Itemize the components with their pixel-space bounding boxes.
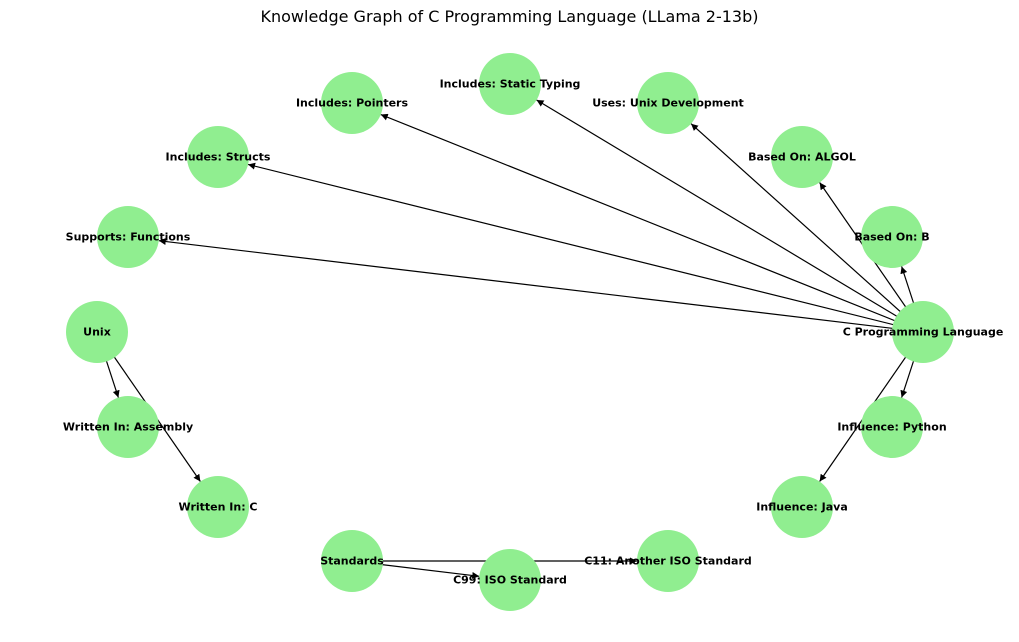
node-circle-static	[479, 53, 541, 115]
node-label-java: Influence: Java	[756, 501, 848, 514]
node-label-c11: C11: Another ISO Standard	[584, 555, 752, 568]
node-standards	[321, 530, 383, 592]
edge-c-to-pointers	[380, 113, 924, 333]
node-static	[479, 53, 541, 115]
node-circle-standards	[321, 530, 383, 592]
node-label-unix: Unix	[83, 326, 111, 339]
node-circle-written_c	[187, 476, 249, 538]
node-based_algol	[771, 126, 833, 188]
node-java	[771, 476, 833, 538]
node-circle-c99	[479, 549, 541, 611]
nodes-layer: C Programming Language Based On: B Based O…	[63, 53, 1003, 611]
node-circle-c	[892, 301, 954, 363]
node-circle-java	[771, 476, 833, 538]
node-assembly	[97, 396, 159, 458]
node-circle-uses_unix	[637, 72, 699, 134]
node-circle-functions	[97, 206, 159, 268]
node-circle-assembly	[97, 396, 159, 458]
edge-c-to-uses_unix	[690, 123, 924, 333]
node-structs	[187, 126, 249, 188]
node-label-static: Includes: Static Typing	[440, 78, 581, 91]
node-circle-structs	[187, 126, 249, 188]
node-circle-pointers	[321, 72, 383, 134]
node-label-standards: Standards	[320, 555, 384, 568]
node-label-functions: Supports: Functions	[66, 231, 191, 244]
node-c	[892, 301, 954, 363]
node-unix	[66, 301, 128, 363]
node-uses_unix	[637, 72, 699, 134]
node-label-structs: Includes: Structs	[166, 151, 271, 164]
node-pointers	[321, 72, 383, 134]
edge-c-to-functions	[158, 238, 924, 333]
node-written_c	[187, 476, 249, 538]
node-circle-c11	[637, 530, 699, 592]
node-c99	[479, 549, 541, 611]
node-label-c99: C99: ISO Standard	[453, 574, 567, 587]
node-label-assembly: Written In: Assembly	[63, 421, 193, 434]
edge-c-to-structs	[247, 162, 924, 333]
node-circle-python	[861, 396, 923, 458]
node-c11	[637, 530, 699, 592]
node-label-pointers: Includes: Pointers	[296, 97, 409, 110]
edge-c-to-static	[536, 99, 924, 333]
node-python	[861, 396, 923, 458]
node-label-based_b: Based On: B	[854, 231, 929, 244]
node-functions	[97, 206, 159, 268]
node-based_b	[861, 206, 923, 268]
node-label-python: Influence: Python	[837, 421, 946, 434]
node-label-based_algol: Based On: ALGOL	[748, 151, 856, 164]
node-label-written_c: Written In: C	[179, 501, 258, 514]
node-label-c: C Programming Language	[843, 326, 1004, 339]
node-circle-unix	[66, 301, 128, 363]
node-label-uses_unix: Uses: Unix Development	[592, 97, 744, 110]
node-circle-based_b	[861, 206, 923, 268]
node-circle-based_algol	[771, 126, 833, 188]
diagram-title: Knowledge Graph of C Programming Languag…	[260, 7, 759, 26]
